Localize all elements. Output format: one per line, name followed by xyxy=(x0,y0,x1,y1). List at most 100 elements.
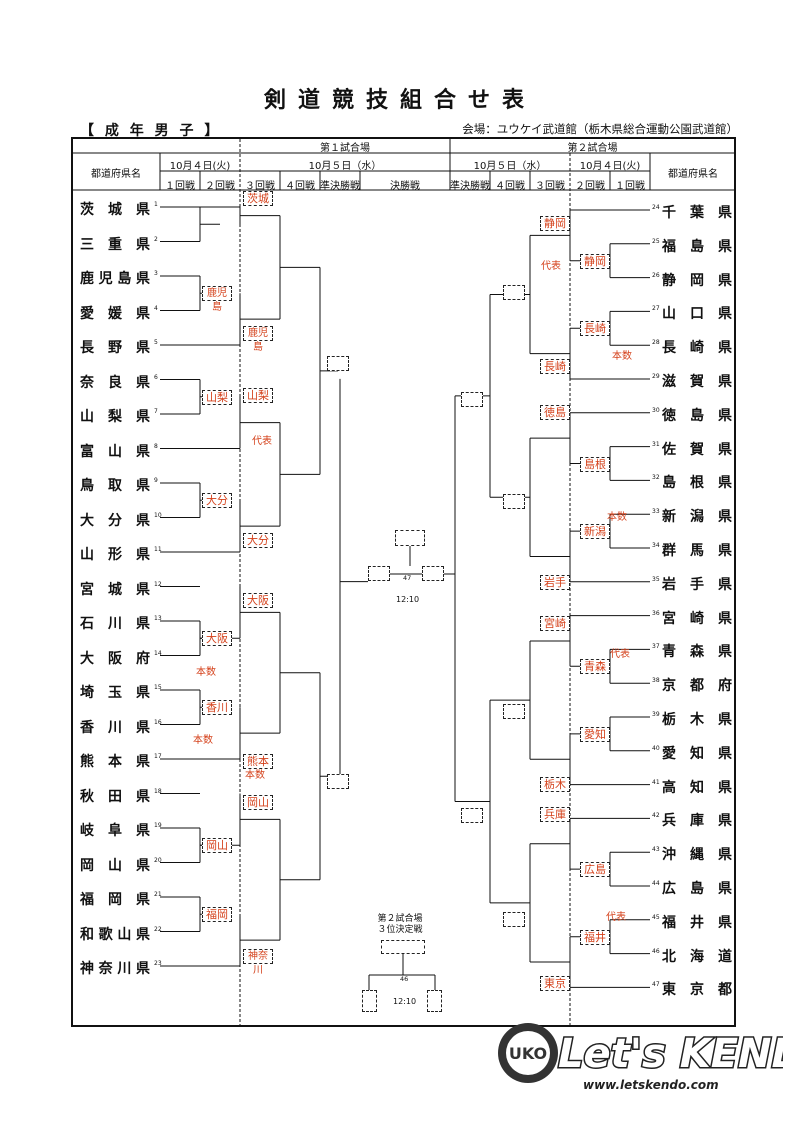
pref-char: 長 xyxy=(80,340,94,356)
pref-char: 県 xyxy=(718,779,732,796)
note-honsu: 本数 xyxy=(245,770,265,781)
third-place-num: 46 xyxy=(400,975,409,983)
pref-char: 県 xyxy=(136,616,150,632)
right-r2-winner-box: 岩手 xyxy=(540,575,570,591)
left-pref-17: 熊本県 xyxy=(80,751,150,771)
final-left-box xyxy=(368,566,390,581)
left-r2-winner-box: 大分 xyxy=(243,533,273,549)
pref-char: 長 xyxy=(662,340,676,357)
pref-char: 県 xyxy=(718,509,732,526)
pref-char: 県 xyxy=(136,788,150,805)
pref-char: 宮 xyxy=(662,610,676,627)
pref-char: 鹿 xyxy=(80,271,94,287)
left-r2-winner-box: 茨城 xyxy=(243,190,273,206)
pref-char: 県 xyxy=(135,926,150,943)
pref-char: 木 xyxy=(690,712,704,728)
semi-right-box xyxy=(461,392,483,407)
right-pref-num: 34 xyxy=(652,542,660,549)
pref-char: 県 xyxy=(718,576,732,593)
pref-char: 県 xyxy=(718,813,732,830)
pref-char: 賀 xyxy=(690,441,704,458)
left-pref-8: 富山県 xyxy=(80,441,150,461)
pref-char: 埼 xyxy=(80,685,94,701)
right-pref-39: 栃木県 xyxy=(662,709,732,729)
logo-url-text: www.letskendo.com xyxy=(583,1078,719,1092)
pref-char: 大 xyxy=(80,512,94,529)
pref-char: 東 xyxy=(662,982,676,999)
pref-char: 島 xyxy=(690,881,704,897)
pref-char: 奈 xyxy=(98,961,113,977)
pref-char: 県 xyxy=(136,754,150,770)
pref-char: 徳 xyxy=(662,407,676,424)
date-right-oct4: 10月４日(火) xyxy=(579,161,641,172)
right-pref-28: 長崎県 xyxy=(662,337,732,357)
pref-char: 県 xyxy=(718,914,732,931)
left-pref-num: 18 xyxy=(154,787,162,795)
pref-char: 福 xyxy=(80,892,94,908)
right-pref-31: 佐賀県 xyxy=(662,439,732,459)
pref-char: 県 xyxy=(136,512,150,529)
third-place-box xyxy=(381,940,425,954)
pref-char: 石 xyxy=(80,616,94,632)
third-place-time: 12:10 xyxy=(393,997,417,1006)
pref-char: 阜 xyxy=(108,823,122,839)
pref-char: 群 xyxy=(662,543,676,559)
left-pref-18: 秋田県 xyxy=(80,786,150,806)
pref-char: 鳥 xyxy=(80,478,94,494)
pref-char: 島 xyxy=(690,407,704,424)
pref-char: 県 xyxy=(136,478,150,494)
right-pref-num: 28 xyxy=(652,339,660,347)
right-pref-42: 兵庫県 xyxy=(662,810,732,830)
pref-char: 賀 xyxy=(690,374,704,390)
pref-char: 川 xyxy=(117,961,132,977)
note-daihyo: 代表 xyxy=(610,649,630,660)
left-pref-num: 16 xyxy=(154,718,162,726)
left-pref-num: 17 xyxy=(154,753,162,760)
pref-char: 本 xyxy=(108,754,122,770)
left-pref-20: 岡山県 xyxy=(80,855,150,875)
date-right-oct5: 10月５日（水） xyxy=(473,161,547,172)
pref-char: 佐 xyxy=(662,441,676,458)
pref-char: 広 xyxy=(662,881,676,897)
pref-char: 知 xyxy=(690,745,704,762)
left-pref-11: 山形県 xyxy=(80,544,150,564)
right-pref-num: 26 xyxy=(652,271,660,279)
pref-char: 取 xyxy=(108,478,122,494)
pref-char: 森 xyxy=(690,644,704,661)
left-pref-num: 7 xyxy=(154,408,158,415)
left-r2-winner-box: 大阪 xyxy=(243,593,273,609)
pref-char: 岐 xyxy=(80,823,94,839)
pref-char: 山 xyxy=(117,926,132,943)
pref-char: 川 xyxy=(108,719,122,736)
right-pref-num: 45 xyxy=(652,913,660,921)
right-pref-41: 高知県 xyxy=(662,777,732,797)
pref-char: 形 xyxy=(108,547,122,563)
right-r2-winner-box: 長崎 xyxy=(540,358,570,374)
pref-char: 県 xyxy=(718,272,732,289)
round-r-3: ３回戦 xyxy=(535,181,565,192)
pref-char: 三 xyxy=(80,236,94,253)
left-r2-winner-box: 山梨 xyxy=(243,387,273,403)
pref-char: 山 xyxy=(108,443,122,460)
pref-char: 県 xyxy=(136,202,150,218)
note-daihyo: 代表 xyxy=(541,261,561,272)
left-pref-14: 大阪府 xyxy=(80,648,150,668)
third-left-box xyxy=(362,990,377,1012)
pref-char: 岩 xyxy=(662,576,676,593)
right-pref-46: 北海道 xyxy=(662,946,732,966)
pref-char: 県 xyxy=(718,610,732,627)
left-r2-winner-box: 鹿児島 xyxy=(243,326,273,353)
pref-char: 県 xyxy=(136,236,150,253)
round-final: 決勝戦 xyxy=(390,181,420,192)
pref-char: 愛 xyxy=(662,745,676,762)
pref-char: 岡 xyxy=(690,272,704,289)
left-r1-winner-box: 鹿児島 xyxy=(202,286,232,313)
right-pref-num: 33 xyxy=(652,508,660,516)
left-pref-3: 鹿児島県 xyxy=(80,268,150,288)
left-r2-winner-box: 神奈川 xyxy=(243,949,273,976)
logo-main-text: Let's KENDO! xyxy=(558,1031,783,1077)
left-pref-num: 15 xyxy=(154,684,162,691)
right-r1-winner-box: 長崎 xyxy=(580,321,610,337)
left-pref-num: 8 xyxy=(154,442,158,450)
right-r2-winner-box: 宮崎 xyxy=(540,615,570,631)
